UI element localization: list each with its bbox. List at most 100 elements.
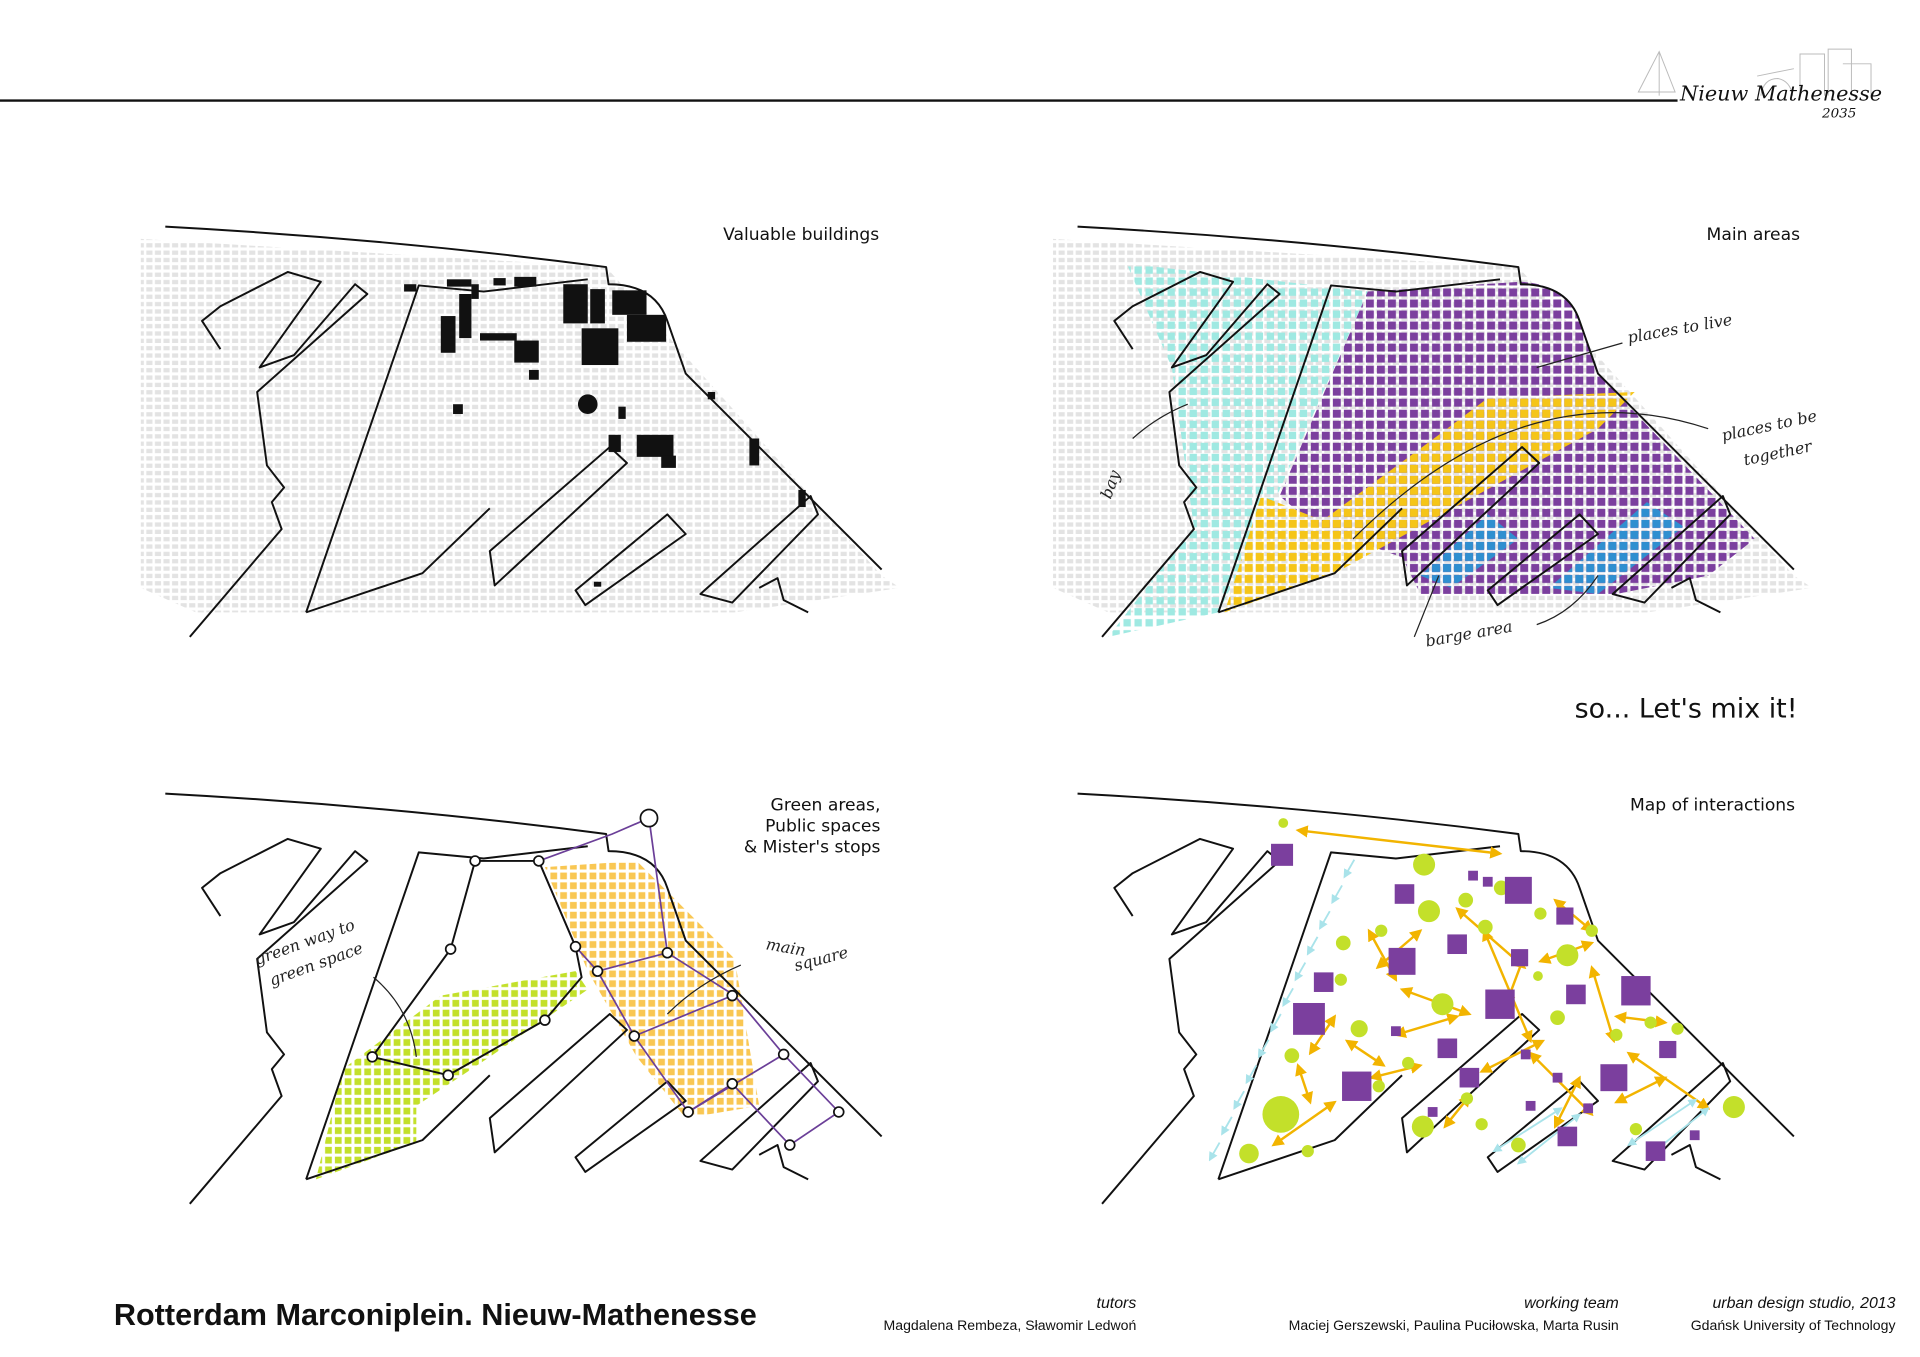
building <box>636 434 674 457</box>
building <box>581 328 619 366</box>
interaction-arrow <box>1295 1063 1313 1105</box>
green-space-dot <box>1610 1028 1623 1041</box>
housing-square <box>1388 947 1416 975</box>
panel-valuable-buildings: Valuable buildings <box>140 225 900 638</box>
interaction-arrow <box>1482 928 1533 1044</box>
housing-square <box>1391 1026 1401 1037</box>
mister-stop-main <box>639 808 659 828</box>
mister-stop <box>442 1069 454 1081</box>
logo-text: Nieuw Mathenesse <box>1679 82 1882 106</box>
team: Maciej Gerszewski, Paulina Puciłowska, M… <box>1289 1317 1619 1333</box>
green-space-dot <box>1350 1020 1368 1038</box>
green-space-dot <box>1629 1122 1643 1136</box>
mister-stop <box>661 947 674 959</box>
housing-square <box>1583 1103 1594 1114</box>
building <box>453 404 463 415</box>
mister-stop <box>444 943 457 955</box>
mister-stop <box>833 1106 845 1118</box>
green-space-dot <box>1375 924 1388 937</box>
water-arrow <box>1306 936 1319 956</box>
studio: urban design studio, 2013 <box>1712 1295 1895 1312</box>
annotation-arrow <box>666 964 742 1015</box>
mister-stop <box>533 855 545 867</box>
interaction-arrow <box>1271 1100 1337 1147</box>
tutors: Magdalena Rembeza, Sławomir Ledwoń <box>884 1317 1137 1333</box>
housing-square <box>1468 870 1478 881</box>
panel-title-line-2: Public spaces <box>765 817 880 837</box>
housing-square <box>1621 976 1651 1006</box>
building <box>480 333 517 341</box>
green-space-dot <box>1262 1096 1300 1133</box>
university: Gdańsk University of Technology <box>1691 1317 1897 1333</box>
green-space-dot <box>1550 1010 1565 1026</box>
building <box>590 289 605 324</box>
building <box>514 340 539 363</box>
annotation-arrow <box>1352 412 1709 540</box>
housing-square <box>1447 934 1467 955</box>
panel-green-areas: Green areas, Public spaces & Mister's st… <box>164 792 883 1205</box>
housing-square <box>1342 1071 1372 1101</box>
project-title: Rotterdam Marconiplein. Nieuw-Mathenesse <box>114 1298 757 1332</box>
interaction-arrow <box>1393 1013 1460 1038</box>
mister-stop <box>539 1014 551 1026</box>
building <box>563 284 588 324</box>
interaction-marks <box>1208 818 1745 1165</box>
water-arrow <box>1331 884 1343 905</box>
annotation-arrow <box>1536 342 1623 369</box>
building <box>593 581 602 587</box>
green-space-dot <box>1511 1137 1526 1153</box>
mix-caption: so... Let's mix it! <box>1575 694 1798 725</box>
area-barge <box>1420 502 1684 595</box>
interaction-arrow <box>1479 1039 1546 1073</box>
building <box>618 406 626 419</box>
building <box>446 279 472 287</box>
green-space-dot <box>1644 1016 1657 1029</box>
green-space-dot <box>1431 993 1454 1016</box>
building <box>626 314 667 342</box>
housing-square <box>1394 884 1415 904</box>
logo-year: 2035 <box>1821 107 1856 122</box>
building <box>440 316 456 353</box>
green-space-dot <box>1722 1096 1745 1119</box>
housing-square <box>1313 972 1334 992</box>
green-space-dot <box>1417 900 1440 923</box>
housing-square <box>1271 843 1294 866</box>
building <box>528 369 539 380</box>
mister-stop <box>726 989 739 1002</box>
mister-stop <box>469 855 481 867</box>
mister-stop <box>366 1051 378 1063</box>
annotation-together-2: together <box>1742 436 1815 469</box>
water-arrow <box>1516 1113 1582 1165</box>
green-space-dot <box>1533 971 1543 981</box>
building <box>577 394 598 415</box>
interaction-arrow <box>1369 1061 1423 1082</box>
building <box>493 278 506 286</box>
area-bay <box>1108 263 1368 637</box>
green-space-dot <box>1671 1022 1684 1035</box>
green-space-dot <box>1284 1048 1300 1063</box>
green-space-dot <box>1278 818 1289 828</box>
green-space-dot <box>1402 1056 1415 1070</box>
public-space <box>544 860 760 1119</box>
water-arrow <box>1233 1090 1245 1110</box>
housing-square <box>1459 1067 1480 1088</box>
water-arrow <box>1221 1116 1233 1136</box>
green-space-dot <box>1411 1115 1434 1138</box>
panel-title-line-1: Green areas, <box>771 796 881 816</box>
building <box>514 276 537 287</box>
mister-stop <box>682 1106 694 1118</box>
mister-stop <box>569 940 582 953</box>
housing-square <box>1600 1064 1628 1092</box>
green-space-dot <box>1372 1080 1385 1093</box>
interaction-arrow <box>1344 1039 1386 1067</box>
water-arrow <box>1343 859 1356 879</box>
water-arrow <box>1319 910 1331 930</box>
route-line <box>537 816 841 1147</box>
annotation-arrow <box>1413 575 1599 638</box>
water-arrow <box>1245 1064 1258 1085</box>
water-arrow <box>1257 1039 1270 1059</box>
tutors-label: tutors <box>1097 1295 1137 1312</box>
interaction-arrow <box>1295 825 1503 859</box>
water-arrow <box>1282 987 1294 1008</box>
